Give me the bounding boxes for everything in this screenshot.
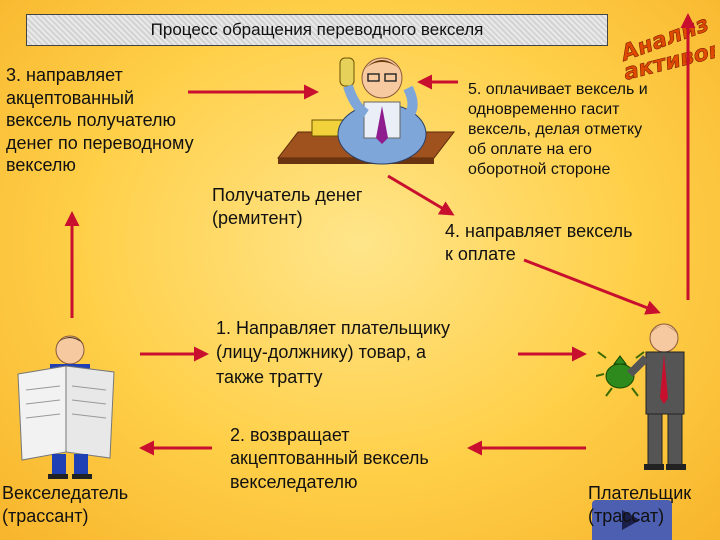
drawer-label-line: Векселедатель (2, 483, 129, 503)
man-with-money-bag-icon (596, 323, 686, 470)
step5-text: 5. оплачивает вексель и одновременно гас… (468, 80, 698, 180)
step5-line: 5. оплачивает вексель и (468, 81, 648, 98)
step1-line: 1. Направляет плательщику (216, 318, 450, 338)
man-on-phone-icon (276, 57, 456, 165)
step1-line: (лицу-должнику) товар, а (216, 342, 427, 363)
step5-line: вексель, делая отметку (468, 121, 643, 138)
step4-line: 4. направляет вексель (445, 221, 633, 241)
step3-line: денег по переводному (6, 132, 194, 153)
next-slide-icon (622, 510, 640, 530)
step3-text: 3. направляет акцептованный вексель полу… (6, 64, 236, 177)
step5-line: об оплате на его (468, 141, 592, 158)
step3-line: вексель получателю (6, 110, 177, 130)
step4-line: к оплате (445, 243, 516, 264)
step1-text: 1. Направляет плательщику (лицу-должнику… (216, 316, 506, 389)
step5-line: одновременно гасит (468, 101, 620, 118)
step2-text: 2. возвращает акцептованный вексель векс… (230, 424, 470, 494)
step2-line: 2. возвращает (230, 425, 350, 445)
step5-line: оборотной стороне (468, 161, 611, 178)
arrow-receiver-to-step4 (387, 174, 455, 216)
receiver-label: Получатель денег (ремитент) (212, 184, 362, 229)
step3-line: 3. направляет (6, 65, 123, 85)
payer-label-line: (трассат) (588, 506, 665, 527)
step2-line: векселедателю (230, 471, 358, 492)
payer-label-line: Плательщик (588, 483, 692, 503)
step1-line: также тратту (216, 366, 323, 387)
receiver-label-line: Получатель денег (212, 185, 363, 205)
man-reading-newspaper-icon (17, 335, 115, 479)
drawer-label-line: (трассант) (2, 506, 89, 527)
payer-label: Плательщик (трассат) (588, 482, 691, 529)
step2-line: акцептованный вексель (230, 448, 429, 469)
next-slide-button[interactable] (592, 500, 672, 540)
step3-line: акцептованный (6, 87, 135, 108)
drawer-label: Векселедатель (трассант) (2, 482, 128, 529)
arrow-step4-to-payer (523, 258, 661, 315)
receiver-label-line: (ремитент) (212, 207, 303, 228)
step4-text: 4. направляет вексель к оплате (445, 220, 685, 265)
step3-line: векселю (6, 155, 76, 175)
slide-title-text: Процесс обращения переводного векселя (150, 20, 484, 39)
slide-title: Процесс обращения переводного векселя (26, 14, 608, 46)
analysis-logo-icon: Анализ активов (616, 12, 715, 80)
